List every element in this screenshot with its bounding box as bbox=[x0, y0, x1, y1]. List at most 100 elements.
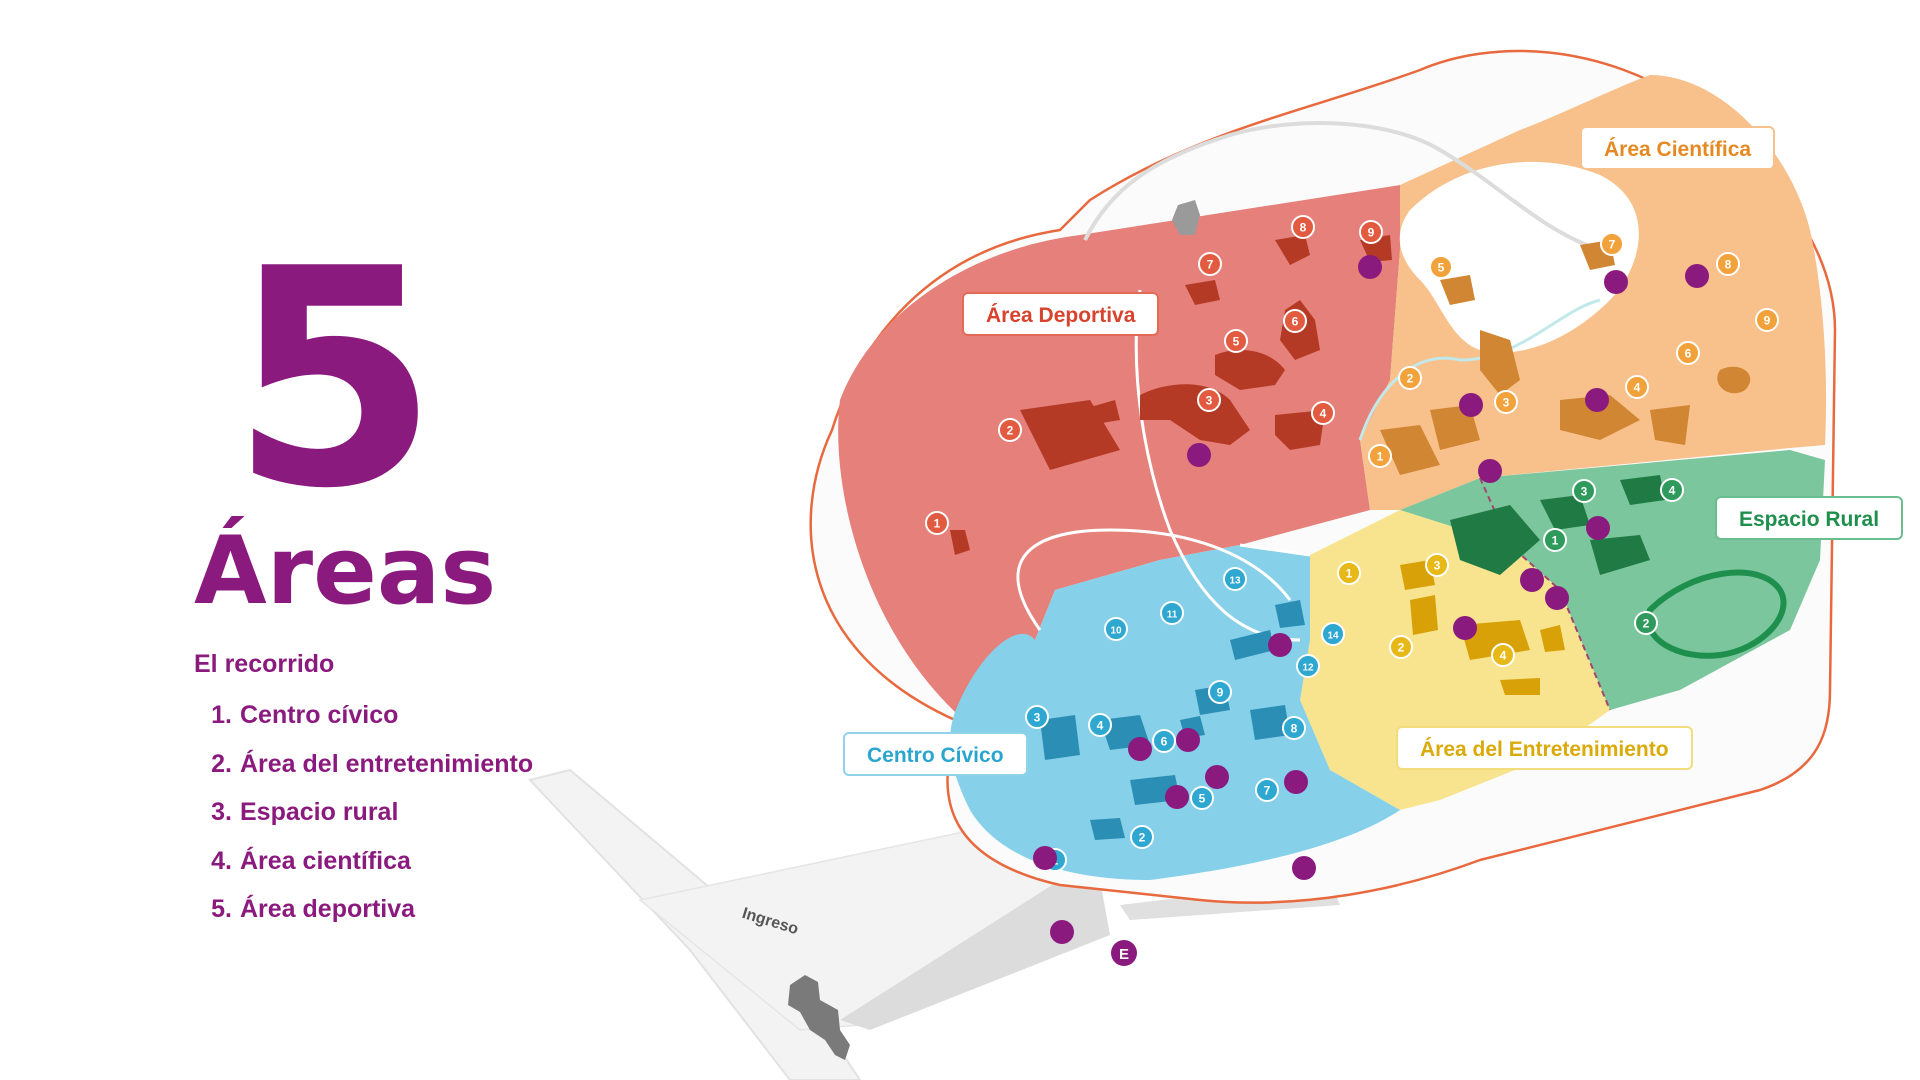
first-aid-icon[interactable] bbox=[1268, 633, 1292, 657]
restroom-icon[interactable] bbox=[1128, 737, 1152, 761]
route-item[interactable]: 3.Espacio rural bbox=[211, 798, 399, 826]
recycle-icon[interactable] bbox=[1453, 616, 1477, 640]
svg-text:4: 4 bbox=[1500, 649, 1507, 663]
marker-deportiva-8[interactable]: 8 bbox=[1291, 215, 1315, 239]
svg-text:4: 4 bbox=[1634, 381, 1641, 395]
deportiva-buildings bbox=[950, 235, 1392, 555]
recycle-icon[interactable] bbox=[1033, 846, 1057, 870]
parking-lot bbox=[840, 880, 1110, 1030]
marker-deportiva-1[interactable]: 1 bbox=[925, 511, 949, 535]
marker-deportiva-7[interactable]: 7 bbox=[1198, 252, 1222, 276]
marker-rural-1[interactable]: 1 bbox=[1543, 528, 1567, 552]
info-icon[interactable] bbox=[1176, 728, 1200, 752]
marker-civico-5[interactable]: 5 bbox=[1190, 786, 1214, 810]
route-item[interactable]: 2.Área del entretenimiento bbox=[211, 749, 534, 778]
parking-letter: E bbox=[1119, 946, 1129, 963]
marker-entretenimiento-4[interactable]: 4 bbox=[1491, 643, 1515, 667]
marker-deportiva-5[interactable]: 5 bbox=[1224, 329, 1248, 353]
marker-entretenimiento-3[interactable]: 3 bbox=[1425, 553, 1449, 577]
label-area-entretenimiento[interactable]: Área del Entretenimiento bbox=[1396, 726, 1693, 770]
marker-civico-10[interactable]: 10 bbox=[1104, 617, 1128, 641]
structure-icon bbox=[1172, 200, 1200, 235]
svg-text:4: 4 bbox=[1097, 719, 1104, 733]
restroom-icon[interactable] bbox=[1478, 459, 1502, 483]
marker-cientifica-8[interactable]: 8 bbox=[1716, 252, 1740, 276]
recycle-icon[interactable] bbox=[1586, 516, 1610, 540]
cientifica-buildings bbox=[1380, 240, 1751, 475]
route-item[interactable]: 5.Área deportiva bbox=[211, 895, 416, 923]
marker-civico-7[interactable]: 7 bbox=[1255, 778, 1279, 802]
markers-layer: 1234567891234567891234123412345678910111… bbox=[925, 215, 1779, 872]
entrance-gate-icon bbox=[788, 975, 850, 1060]
label-area-deportiva[interactable]: Área Deportiva bbox=[962, 292, 1160, 336]
recycle-icon[interactable] bbox=[1050, 920, 1074, 944]
svg-text:2: 2 bbox=[1398, 641, 1405, 655]
recycle-icon[interactable] bbox=[1604, 270, 1628, 294]
rural-buildings bbox=[1450, 475, 1665, 575]
marker-deportiva-2[interactable]: 2 bbox=[998, 418, 1022, 442]
svg-text:5: 5 bbox=[1233, 335, 1240, 349]
marker-cientifica-4[interactable]: 4 bbox=[1625, 375, 1649, 399]
marker-cientifica-1[interactable]: 1 bbox=[1368, 444, 1392, 468]
label-espacio-rural[interactable]: Espacio Rural bbox=[1715, 496, 1904, 540]
parking-icon[interactable] bbox=[1111, 940, 1137, 966]
restaurant-icon[interactable] bbox=[1685, 264, 1709, 288]
marker-cientifica-2[interactable]: 2 bbox=[1398, 366, 1422, 390]
recycle-icon[interactable] bbox=[1205, 765, 1229, 789]
marker-civico-14[interactable]: 14 bbox=[1321, 622, 1345, 646]
marker-deportiva-3[interactable]: 3 bbox=[1197, 388, 1221, 412]
area-civico[interactable] bbox=[950, 545, 1400, 880]
marker-cientifica-3[interactable]: 3 bbox=[1494, 390, 1518, 414]
svg-text:6: 6 bbox=[1292, 315, 1299, 329]
areas-count: 5 bbox=[230, 205, 439, 554]
path-road bbox=[1358, 298, 1601, 441]
svg-text:4: 4 bbox=[1320, 407, 1327, 421]
marker-entretenimiento-2[interactable]: 2 bbox=[1389, 635, 1413, 659]
phone-icon[interactable] bbox=[1284, 770, 1308, 794]
marker-cientifica-5[interactable]: 5 bbox=[1429, 255, 1453, 279]
accessibility-icon[interactable] bbox=[1545, 586, 1569, 610]
marker-cientifica-7[interactable]: 7 bbox=[1600, 232, 1624, 256]
recycle-icon[interactable] bbox=[1292, 856, 1316, 880]
svg-text:5: 5 bbox=[1199, 792, 1206, 806]
marker-entretenimiento-1[interactable]: 1 bbox=[1337, 561, 1361, 585]
svg-text:2: 2 bbox=[1643, 617, 1650, 631]
marker-civico-11[interactable]: 11 bbox=[1160, 601, 1184, 625]
marker-civico-4[interactable]: 4 bbox=[1088, 713, 1112, 737]
svg-text:2: 2 bbox=[1407, 372, 1414, 386]
path-road bbox=[1083, 121, 1601, 252]
restroom-icon[interactable] bbox=[1585, 388, 1609, 412]
route-item[interactable]: 4.Área científica bbox=[211, 846, 411, 875]
path-road bbox=[1239, 543, 1311, 557]
rural-pond bbox=[1645, 569, 1787, 659]
marker-cientifica-6[interactable]: 6 bbox=[1676, 341, 1700, 365]
route-item[interactable]: 1.Centro cívico bbox=[211, 701, 399, 729]
svg-text:2: 2 bbox=[1007, 424, 1014, 438]
marker-civico-2[interactable]: 2 bbox=[1130, 825, 1154, 849]
label-centro-civico[interactable]: Centro Cívico bbox=[843, 732, 1028, 776]
marker-civico-13[interactable]: 13 bbox=[1223, 567, 1247, 591]
recycle-icon[interactable] bbox=[1187, 443, 1211, 467]
marker-civico-6[interactable]: 6 bbox=[1152, 729, 1176, 753]
marker-civico-8[interactable]: 8 bbox=[1282, 716, 1306, 740]
restaurant-icon[interactable] bbox=[1165, 785, 1189, 809]
marker-civico-12[interactable]: 12 bbox=[1296, 654, 1320, 678]
marker-deportiva-9[interactable]: 9 bbox=[1359, 220, 1383, 244]
marker-deportiva-4[interactable]: 4 bbox=[1311, 401, 1335, 425]
marker-cientifica-9[interactable]: 9 bbox=[1755, 308, 1779, 332]
route-title: El recorrido bbox=[194, 650, 335, 678]
label-area-cientifica[interactable]: Área Científica bbox=[1580, 126, 1776, 170]
recycle-icon[interactable] bbox=[1459, 393, 1483, 417]
marker-civico-3[interactable]: 3 bbox=[1025, 705, 1049, 729]
marker-rural-2[interactable]: 2 bbox=[1634, 611, 1658, 635]
marker-civico-9[interactable]: 9 bbox=[1208, 680, 1232, 704]
marker-deportiva-6[interactable]: 6 bbox=[1283, 309, 1307, 333]
marker-rural-3[interactable]: 3 bbox=[1572, 479, 1596, 503]
lake bbox=[1399, 161, 1639, 353]
marker-rural-4[interactable]: 4 bbox=[1660, 478, 1684, 502]
svg-text:13: 13 bbox=[1229, 576, 1241, 587]
restroom-icon[interactable] bbox=[1358, 255, 1382, 279]
restroom-icon[interactable] bbox=[1520, 568, 1544, 592]
